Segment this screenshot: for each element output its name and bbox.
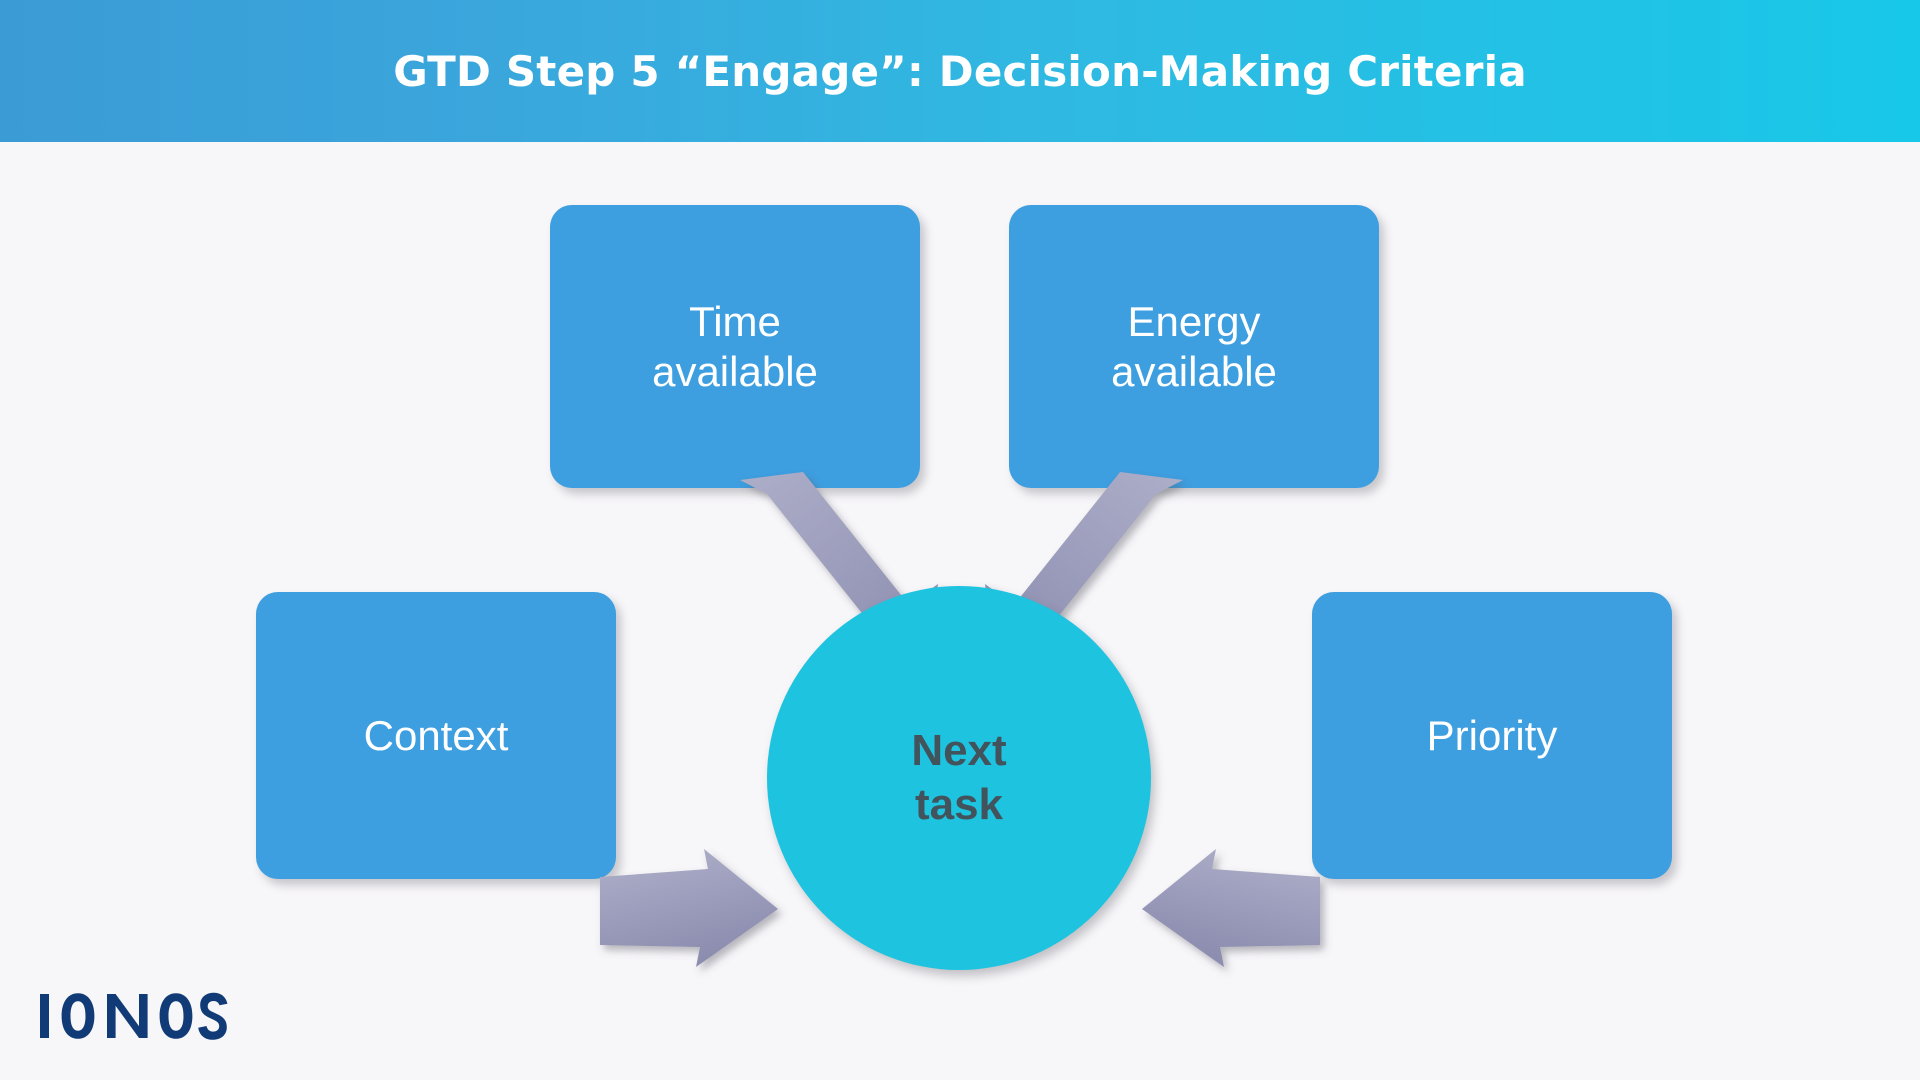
node-time-available-label: Time available [652,297,818,395]
node-next-task[interactable]: Next task [767,586,1151,970]
node-context[interactable]: Context [256,592,616,879]
node-energy-available-label: Energy available [1111,297,1277,395]
diagram-stage: Time available Energy available Context … [0,142,1920,1080]
arrow-context-to-next-task [600,849,778,967]
node-next-task-label: Next task [911,726,1007,829]
ionos-logo [40,992,228,1040]
node-context-label: Context [363,711,509,759]
page-title: GTD Step 5 “Engage”: Decision-Making Cri… [393,46,1527,96]
header-bar: GTD Step 5 “Engage”: Decision-Making Cri… [0,0,1920,142]
node-priority-label: Priority [1426,711,1558,759]
node-energy-available[interactable]: Energy available [1009,205,1379,488]
node-priority[interactable]: Priority [1312,592,1672,879]
node-time-available[interactable]: Time available [550,205,920,488]
arrow-priority-to-next-task [1142,849,1320,967]
